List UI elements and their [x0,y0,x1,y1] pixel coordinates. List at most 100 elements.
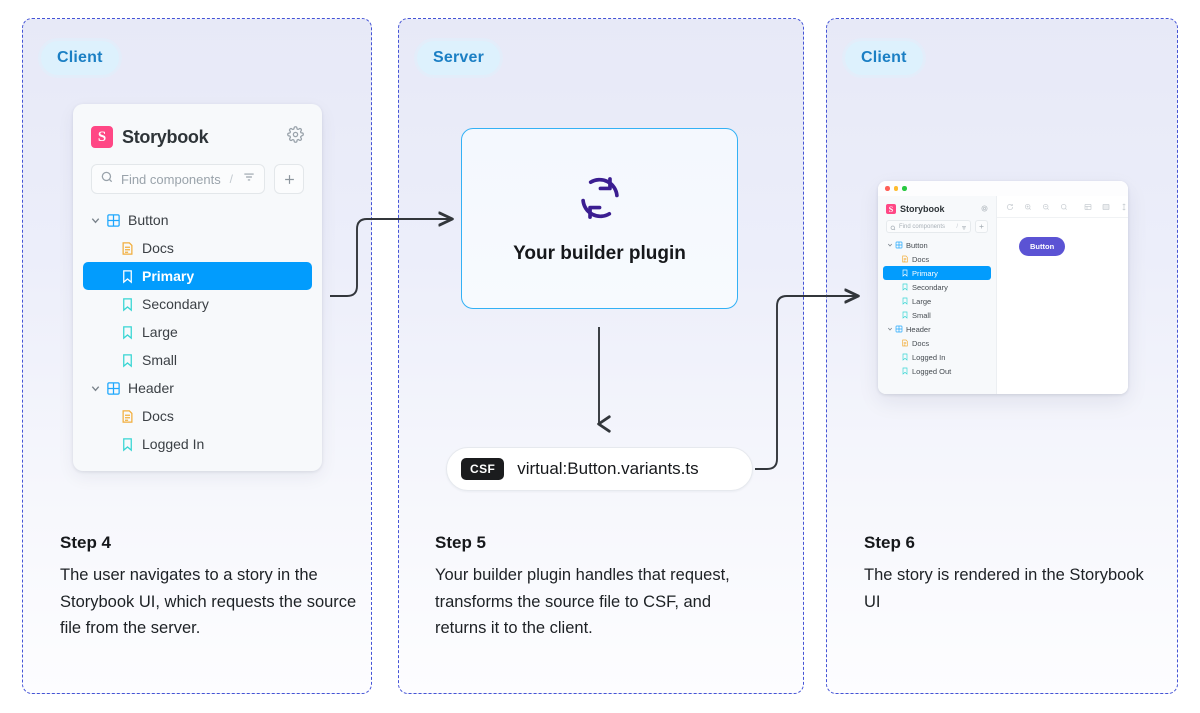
tree-row-label: Primary [912,268,938,278]
story-icon [117,269,137,284]
tree-row[interactable]: Header [883,322,991,336]
tree-row[interactable]: Logged In [883,350,991,364]
minimize-traffic-light-icon[interactable] [893,186,898,191]
tree-row[interactable]: Secondary [83,290,312,318]
story-icon [117,437,137,452]
mini-search-placeholder: Find components [899,223,946,230]
step-4-body: The user navigates to a story in the Sto… [60,566,357,638]
tree-row-label: Header [906,324,931,334]
tree-row[interactable]: Docs [83,234,312,262]
mini-storybook-title: Storybook [900,204,945,214]
tree-row-label: Docs [142,240,174,256]
component-icon [894,325,904,333]
tree-row[interactable]: Button [883,238,991,252]
csf-file-chip: CSF virtual:Button.variants.ts [446,447,753,491]
mini-storybook-logo-icon: S [886,204,896,214]
story-icon [900,297,910,305]
tree-row[interactable]: Logged Out [883,364,991,378]
mini-add-component-button[interactable] [975,220,988,233]
tree-row-label: Button [128,212,169,228]
background-icon[interactable] [1102,198,1110,216]
mini-story-canvas: Button [997,218,1128,256]
tree-row-label: Logged Out [912,366,952,376]
tree-row[interactable]: Primary [83,262,312,290]
close-traffic-light-icon[interactable] [885,186,890,191]
storybook-header: S Storybook [73,104,322,148]
mini-preview-toolbar [997,196,1128,218]
story-icon [900,283,910,291]
tree-row[interactable]: Small [83,346,312,374]
step-5: Step 5 Your builder plugin handles that … [435,533,735,642]
storybook-sidebar-card: S Storybook Find components / [73,104,322,471]
tree-row[interactable]: Large [83,318,312,346]
gear-icon[interactable] [287,126,304,148]
grid-icon[interactable] [1084,198,1092,216]
search-shortcut: / [229,172,233,186]
refresh-icon[interactable] [1006,198,1014,216]
tree-row[interactable]: Button [83,206,312,234]
zone-badge-client-right: Client [845,41,923,75]
tree-row-label: Large [912,296,932,306]
tree-row[interactable]: Docs [883,336,991,350]
zoom-out-icon[interactable] [1042,198,1050,216]
measure-icon[interactable] [1120,198,1128,216]
tree-row-label: Docs [142,408,174,424]
step-6-title: Step 6 [864,533,916,552]
step-4: Step 4 The user navigates to a story in … [60,533,360,642]
tree-row[interactable]: Logged In [83,430,312,458]
chevron-down-icon[interactable] [886,326,894,332]
tree-row[interactable]: Docs [883,252,991,266]
story-icon [117,325,137,340]
tree-row[interactable]: Large [883,294,991,308]
mini-toolbar-group-2 [1084,198,1128,216]
maximize-traffic-light-icon[interactable] [902,186,907,191]
tree-row[interactable]: Secondary [883,280,991,294]
tree-row-label: Small [142,352,178,368]
mini-search-input[interactable]: Find components / [886,220,971,233]
mini-search-icon [890,218,896,236]
builder-plugin-label: Your builder plugin [513,243,686,264]
tree-row[interactable]: Header [83,374,312,402]
tree-row-label: Secondary [142,296,209,312]
mini-filter-icon[interactable] [961,218,967,236]
filter-icon[interactable] [242,170,256,189]
component-icon [103,213,123,228]
builder-plugin-box: Your builder plugin [461,128,738,309]
tree-row[interactable]: Docs [83,402,312,430]
chevron-down-icon[interactable] [87,383,103,394]
tree-row[interactable]: Small [883,308,991,322]
search-icon [100,170,114,189]
zoom-reset-icon[interactable] [1060,198,1068,216]
tree-row-label: Large [142,324,178,340]
docs-icon [900,339,910,347]
chevron-down-icon[interactable] [886,242,894,248]
step-5-title: Step 5 [435,533,487,552]
tree-row-label: Docs [912,254,930,264]
tree-row-label: Logged In [142,436,205,452]
tree-row[interactable]: Primary [883,266,991,280]
story-icon [900,311,910,319]
mini-gear-icon[interactable] [981,205,988,214]
tree-row-label: Logged In [912,352,946,362]
step-4-title: Step 4 [60,533,112,552]
csf-file-path: virtual:Button.variants.ts [517,459,699,478]
zoom-in-icon[interactable] [1024,198,1032,216]
story-icon [900,353,910,361]
mini-preview-pane: Button [997,196,1128,394]
add-component-button[interactable] [274,164,304,194]
zone-badge-server: Server [417,41,501,75]
preview-button[interactable]: Button [1019,237,1066,256]
storybook-search-row: Find components / [73,148,322,194]
story-icon [117,353,137,368]
story-icon [900,367,910,375]
chevron-down-icon[interactable] [87,215,103,226]
search-input[interactable]: Find components / [91,164,265,194]
search-placeholder: Find components [121,171,221,187]
tree-row-label: Header [128,380,174,396]
mini-sidebar: S Storybook F [878,196,997,394]
mini-window-titlebar [878,181,1128,196]
docs-icon [900,255,910,263]
step-5-body: Your builder plugin handles that request… [435,566,730,638]
